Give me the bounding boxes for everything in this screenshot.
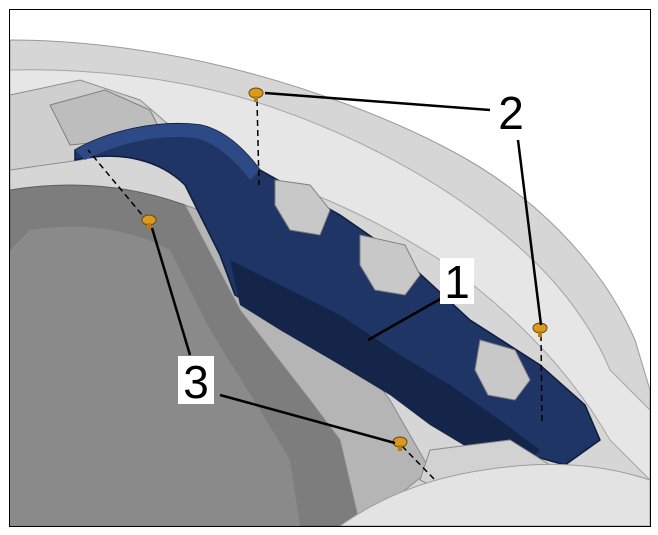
screw-left-icon [141,214,157,229]
svg-text:3: 3 [183,356,209,408]
callout-3: 3 [178,356,214,408]
screw-upper-icon [248,87,264,102]
leader-2a [264,91,491,112]
vehicle-trunk-illustration: 1 2 3 [10,39,650,526]
blue-panel-front-face [230,260,540,460]
leader-3b [219,393,396,445]
panel-bracket-right [474,339,531,401]
panel-bracket-upper [274,179,331,236]
diagram-frame: 1 2 3 [9,9,651,527]
callout-1: 1 [440,256,474,308]
blue-panel-top-lip [75,123,260,180]
screw-axis-left [87,149,149,223]
screw-axis-right [540,334,543,426]
svg-text:2: 2 [498,87,524,139]
trunk-floor-shade [10,226,300,526]
leader-1 [367,296,443,342]
leader-2b [516,139,543,326]
screw-axis-lower [401,445,436,481]
svg-text:1: 1 [444,256,470,308]
panel-bracket-middle [359,234,421,296]
rear-bumper-edge [339,463,650,526]
callout-2: 2 [494,87,528,139]
leader-3a [150,227,192,356]
screw-axis-upper [256,99,260,186]
